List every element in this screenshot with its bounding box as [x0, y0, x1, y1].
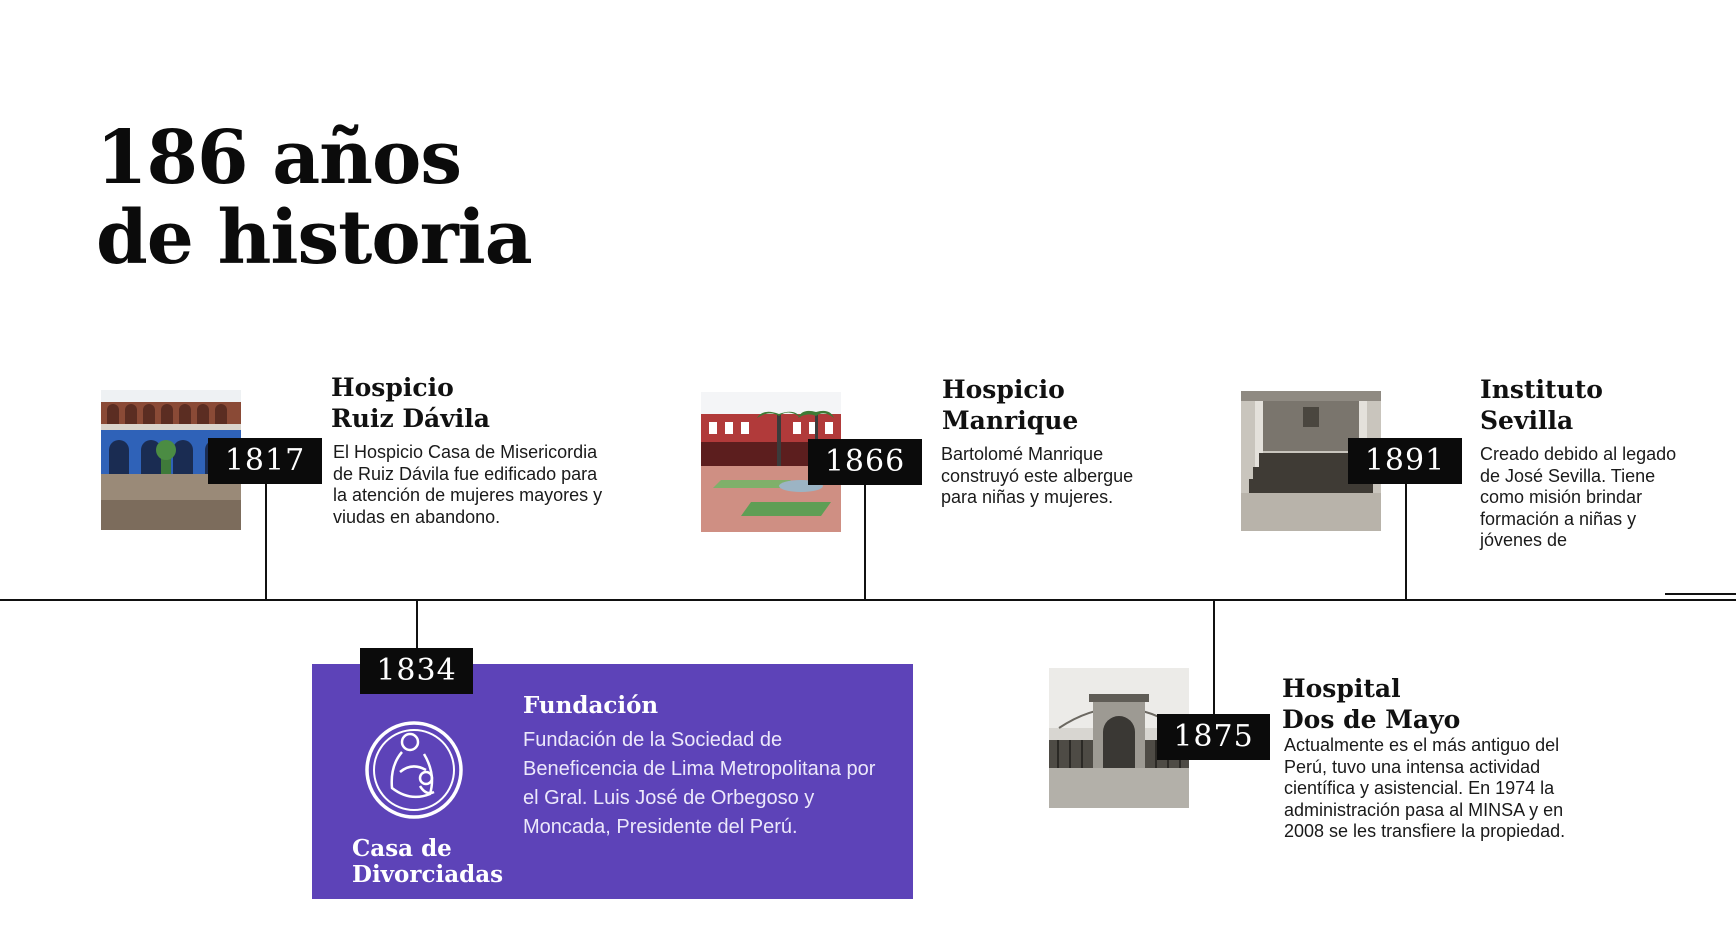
fundacion-panel: Fundación Fundación de la Sociedad de Be…	[312, 664, 913, 899]
timeline-axis-stub	[1665, 593, 1736, 595]
stem-1875	[1213, 600, 1215, 714]
event-description-1817: El Hospicio Casa de Misericordia de Ruiz…	[333, 442, 603, 527]
mother-child-logo-icon	[365, 721, 463, 819]
year-badge-1817: 1817	[208, 438, 322, 484]
event-title-1817-line1: Hospicio	[331, 373, 454, 402]
event-title-1834: Fundación	[523, 692, 659, 719]
photo-hospicio-ruiz-davila	[101, 390, 241, 530]
event-title-1817-line2: Ruiz Dávila	[331, 404, 490, 433]
event-title-1875-line1: Hospital	[1282, 674, 1401, 703]
event-title-1891-line2: Sevilla	[1480, 406, 1574, 435]
year-badge-1866: 1866	[808, 439, 922, 485]
event-description-1834: Fundación de la Sociedad de Beneficencia…	[523, 729, 876, 838]
event-title-1891: Instituto Sevilla	[1480, 374, 1603, 436]
event-title-1875: Hospital Dos de Mayo	[1282, 673, 1460, 735]
logo-caption-line2: Divorciadas	[352, 861, 504, 888]
year-badge-1875: 1875	[1157, 714, 1270, 760]
event-title-1817: Hospicio Ruiz Dávila	[331, 372, 490, 434]
stem-1866	[864, 484, 866, 600]
page-title-line2: de historia	[96, 195, 533, 281]
page-title: 186 años de historia	[96, 115, 533, 281]
logo-caption-line1: Casa de	[352, 835, 452, 862]
event-title-1891-line1: Instituto	[1480, 375, 1603, 404]
stem-1817	[265, 484, 267, 600]
event-title-1875-line2: Dos de Mayo	[1282, 705, 1461, 734]
colonial-courtyard-image	[101, 390, 241, 530]
event-description-1866: Bartolomé Manrique construyó este alberg…	[941, 444, 1134, 507]
logo-caption: Casa de Divorciadas	[352, 836, 503, 888]
event-description-1891: Creado debido al legado de José Sevilla.…	[1480, 444, 1677, 550]
event-title-1866: Hospicio Manrique	[942, 374, 1078, 436]
event-title-1866-line1: Hospicio	[942, 375, 1065, 404]
stem-1834	[416, 600, 418, 648]
timeline-axis	[0, 599, 1736, 601]
year-badge-1834: 1834	[360, 648, 473, 694]
page-title-line1: 186 años	[96, 115, 462, 201]
event-title-1866-line2: Manrique	[942, 406, 1079, 435]
event-description-1875: Actualmente es el más antiguo del Perú, …	[1284, 735, 1566, 841]
stem-1891	[1405, 484, 1407, 600]
year-badge-1891: 1891	[1348, 438, 1462, 484]
